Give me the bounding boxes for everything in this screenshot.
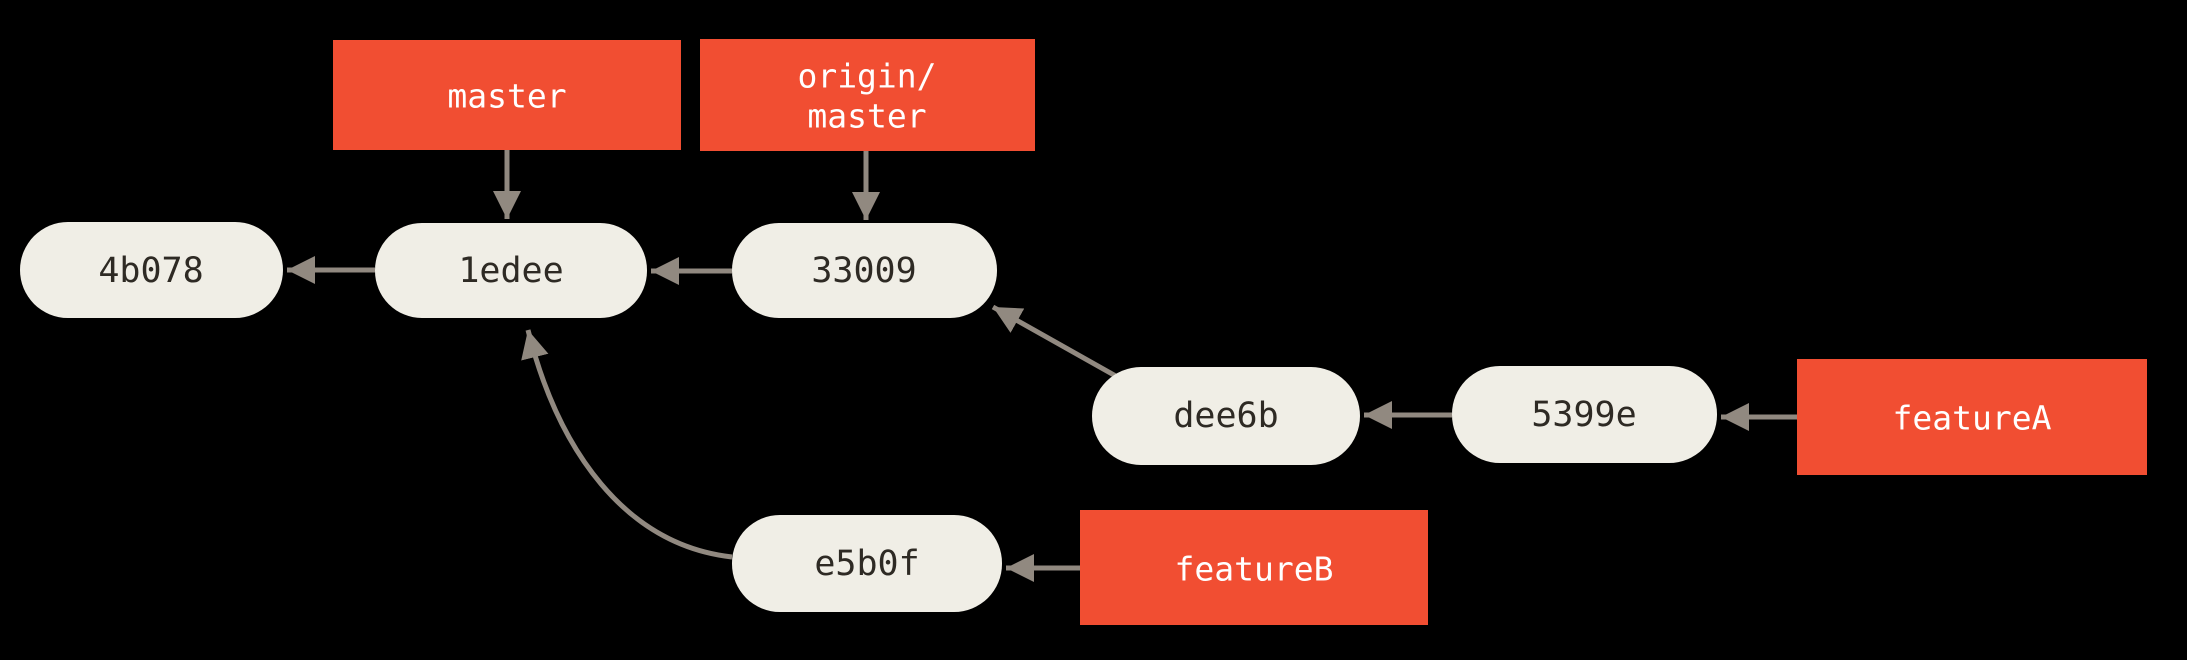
commit-node-33009: 33009 (732, 223, 997, 318)
branch-label-featureA-text: featureA (1893, 399, 2052, 438)
commit-label-e5b0f: e5b0f (814, 544, 919, 584)
branch-label-featureB-text: featureB (1175, 550, 1334, 589)
branch-label-featureB: featureB (1080, 510, 1428, 625)
branch-label-origin-master-text-line1: origin/ (797, 57, 936, 96)
commit-node-1edee: 1edee (375, 223, 647, 318)
commit-label-5399e: 5399e (1531, 395, 1636, 435)
edge-dee6b-to-33009 (991, 304, 1132, 387)
commit-label-4b078: 4b078 (98, 251, 203, 291)
commit-pill-5399e (1452, 366, 1717, 463)
commit-node-4b078: 4b078 (20, 222, 283, 318)
branch-label-origin-master-box (700, 39, 1035, 151)
commit-nodes: 4b078 1edee 33009 dee6b 5399e e5b0f (20, 222, 1717, 612)
commit-label-dee6b: dee6b (1173, 396, 1278, 436)
commit-pill-1edee (375, 223, 647, 318)
branch-label-featureA: featureA (1797, 359, 2147, 475)
branch-label-origin-master-text-line2: master (807, 97, 926, 136)
branch-label-master-text: master (447, 77, 566, 116)
commit-pill-e5b0f (732, 515, 1002, 612)
branch-label-master: master (333, 40, 681, 150)
branch-label-master-box (333, 40, 681, 150)
edges (287, 150, 1797, 582)
commit-pill-4b078 (20, 222, 283, 318)
commit-label-1edee: 1edee (458, 251, 563, 291)
branch-labels: master origin/ master featureA featureB (333, 39, 2147, 625)
commit-pill-33009 (732, 223, 997, 318)
commit-node-dee6b: dee6b (1092, 367, 1360, 465)
commit-label-33009: 33009 (811, 251, 916, 291)
edge-e5b0f-to-1edee (521, 329, 733, 560)
branch-label-featureA-box (1797, 359, 2147, 475)
commit-pill-dee6b (1092, 367, 1360, 465)
branch-label-featureB-box (1080, 510, 1428, 625)
commit-node-5399e: 5399e (1452, 366, 1717, 463)
branch-label-origin-master: origin/ master (700, 39, 1035, 151)
commit-node-e5b0f: e5b0f (732, 515, 1002, 612)
